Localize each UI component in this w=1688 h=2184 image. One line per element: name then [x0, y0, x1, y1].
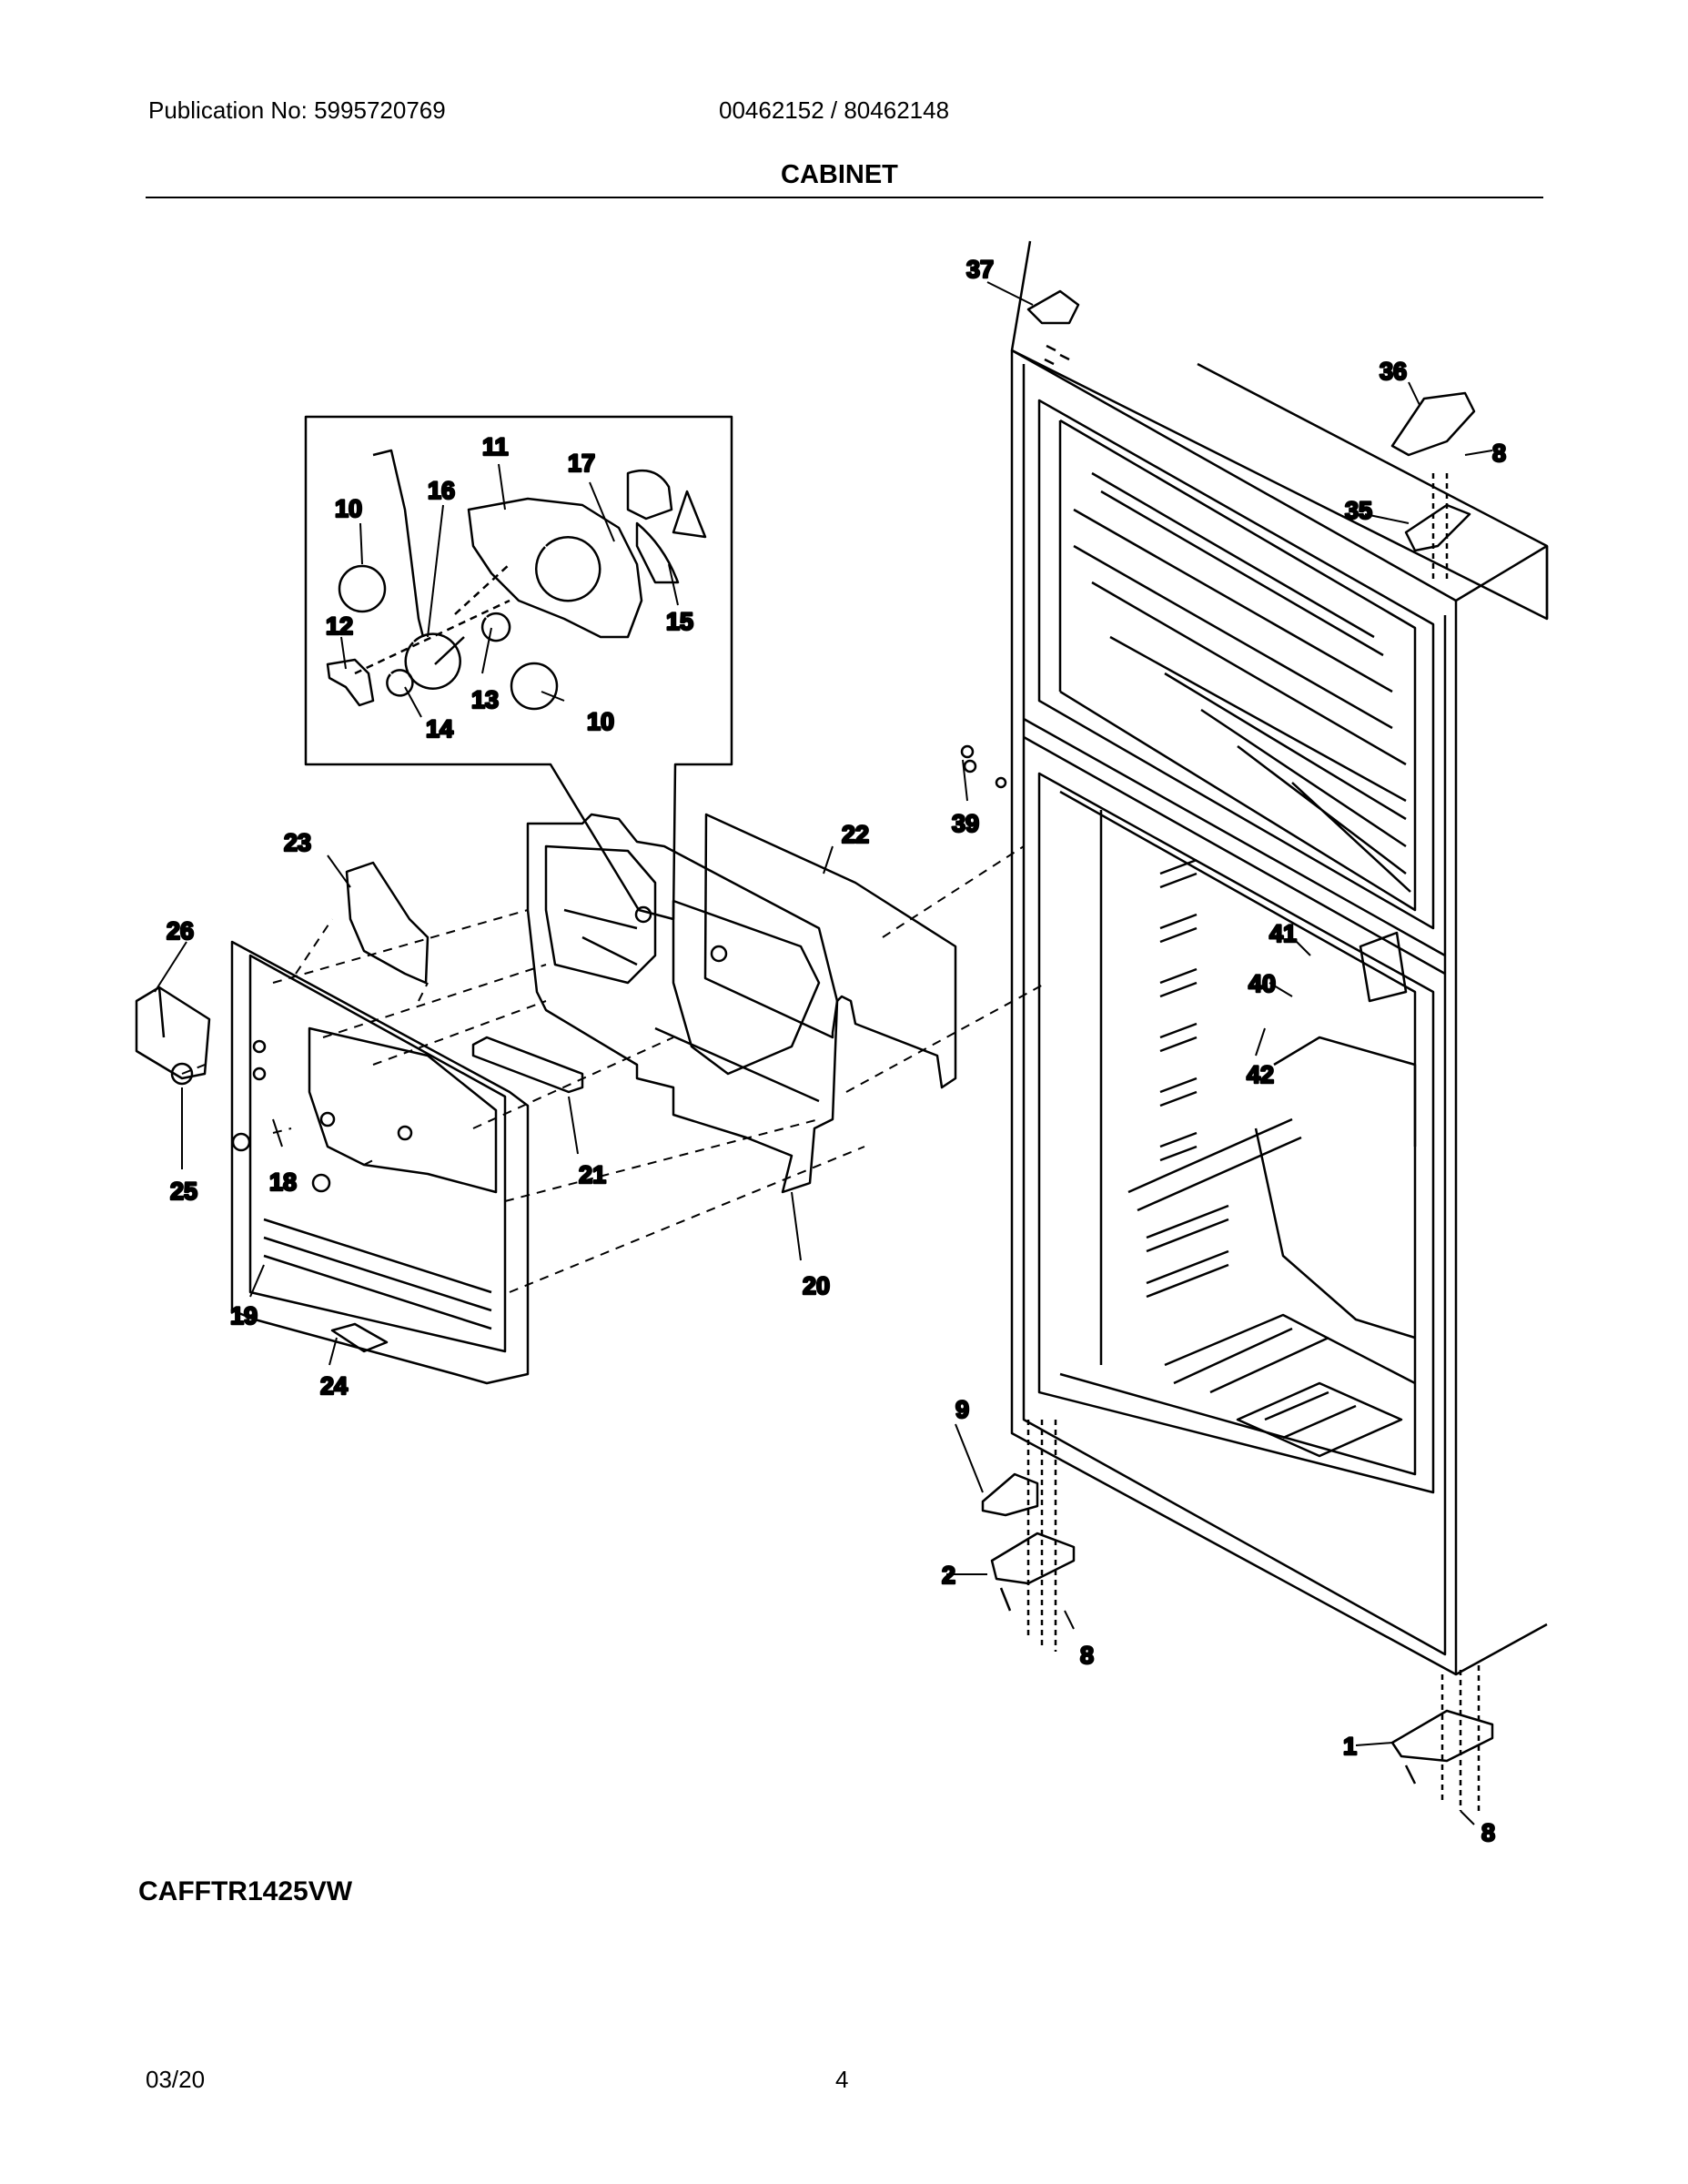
- callout-23: 23: [284, 829, 311, 856]
- callout-10-upper: 10: [335, 495, 362, 522]
- page-number: 4: [835, 2066, 849, 2093]
- screw-set-39: [960, 744, 1007, 789]
- callout-10-lower: 10: [587, 708, 614, 735]
- model-number: CAFFTR1425VW: [138, 1876, 353, 1906]
- callout-36: 36: [1380, 358, 1407, 385]
- drain-channel: [471, 1036, 584, 1094]
- callout-26: 26: [167, 917, 194, 945]
- insulation-pad: [345, 861, 430, 985]
- header-divider: [146, 197, 1543, 198]
- callout-25: 25: [170, 1178, 197, 1205]
- part-numbers: 00462152 / 80462148: [719, 96, 950, 124]
- callout-8-bottom: 8: [1481, 1819, 1495, 1846]
- publication-date: 03/20: [146, 2066, 206, 2093]
- callout-13: 13: [471, 686, 499, 713]
- callout-42: 42: [1247, 1061, 1274, 1088]
- evaporator-insulation: [703, 813, 957, 1089]
- callout-35: 35: [1345, 497, 1372, 524]
- bottom-hinge-right: [1390, 1665, 1494, 1811]
- callout-19: 19: [230, 1302, 258, 1330]
- callout-17: 17: [568, 450, 595, 477]
- callout-2: 2: [942, 1562, 955, 1589]
- callout-40: 40: [1248, 970, 1276, 997]
- callout-20: 20: [803, 1272, 830, 1299]
- callout-39: 39: [952, 810, 979, 837]
- bottom-hinge-left: [981, 1420, 1076, 1652]
- callout-labels: 37 36 8 35 11 17 10 16 15 12 13 10 14 39…: [166, 255, 1508, 1848]
- evaporator-cover: [526, 813, 839, 1194]
- fan-motor-inset: [304, 415, 733, 921]
- cabinet-body: [1010, 240, 1549, 1676]
- callout-leaders: [154, 281, 1493, 1825]
- callout-41: 41: [1269, 920, 1297, 947]
- plug-25: [170, 1062, 194, 1086]
- top-hinge: [1404, 473, 1471, 582]
- callout-9: 9: [955, 1396, 969, 1423]
- hinge-cover-top-left: [1026, 289, 1080, 366]
- callout-21: 21: [579, 1161, 606, 1188]
- callout-18: 18: [269, 1168, 297, 1196]
- callout-22: 22: [842, 821, 869, 848]
- callout-8-middle: 8: [1080, 1642, 1094, 1669]
- callout-1: 1: [1343, 1733, 1357, 1760]
- rear-panel: [230, 940, 530, 1385]
- callout-12: 12: [326, 612, 353, 640]
- callout-15: 15: [666, 608, 693, 635]
- callout-24: 24: [320, 1372, 348, 1400]
- hinge-cover-top-right: [1390, 391, 1476, 457]
- callout-16: 16: [428, 477, 455, 504]
- page-title: CABINET: [781, 160, 898, 189]
- publication-number: Publication No: 5995720769: [148, 96, 446, 124]
- callout-11: 11: [482, 433, 509, 460]
- light-housing: [135, 986, 211, 1080]
- callout-14: 14: [426, 715, 453, 743]
- alignment-lines: [181, 845, 1047, 1293]
- callout-8-top: 8: [1492, 440, 1506, 467]
- callout-37: 37: [966, 256, 994, 283]
